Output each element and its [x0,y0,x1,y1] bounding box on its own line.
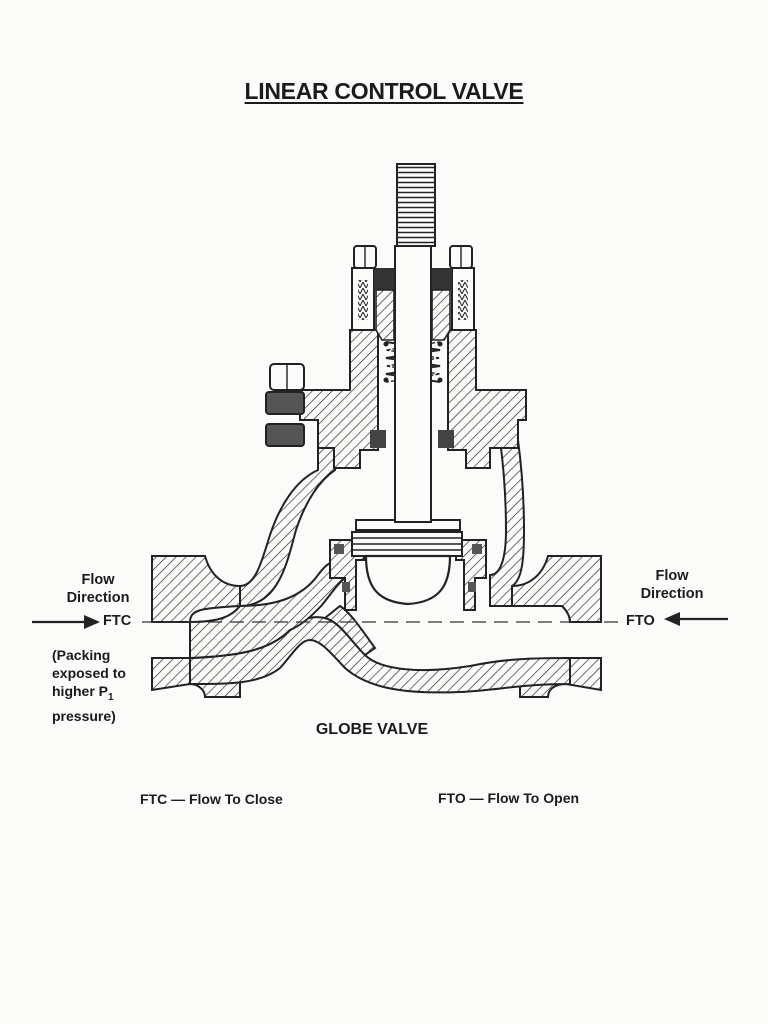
body-right-wall [489,439,526,607]
bonnet [299,329,527,469]
packing-line2: exposed to [52,665,126,681]
ftc-tag: FTC [103,613,132,629]
packing-line1: (Packing [52,647,111,663]
diagram-title: LINEAR CONTROL VALVE [244,78,524,104]
packing-line3-text: higher P [52,683,109,699]
seat-rings [329,539,487,611]
right-flow-direction-label: Flow Direction [630,567,714,603]
right-flow-arrow [664,612,728,626]
packing-gland [351,267,475,341]
legend-fto: FTO — Flow To Open [438,790,580,806]
packing-line3: higher P1 [52,682,162,707]
packing-subscript: 1 [108,691,114,703]
legend-ftc: FTC — Flow To Close [140,791,283,807]
globe-valve-caption: GLOBE VALVE [315,721,429,738]
fto-tag: FTO [626,613,655,629]
left-flow-direction-label: Flow Direction [56,571,140,607]
right-flow-line1: Flow [655,568,689,584]
valve-stem [394,163,436,523]
seat-partition [189,560,352,660]
left-flow-line2: Direction [66,590,130,606]
packing-note: (Packing exposed to higher P1 pressure) [52,646,162,725]
right-flow-line2: Direction [640,586,704,602]
bonnet-bolt [265,363,305,447]
body-bottom-wall [189,616,571,694]
left-flow-arrow [32,615,100,629]
packing-line4: pressure) [52,707,116,724]
left-flow-line1: Flow [81,572,115,588]
gland-nuts [353,245,473,269]
valve-plug [351,519,463,606]
